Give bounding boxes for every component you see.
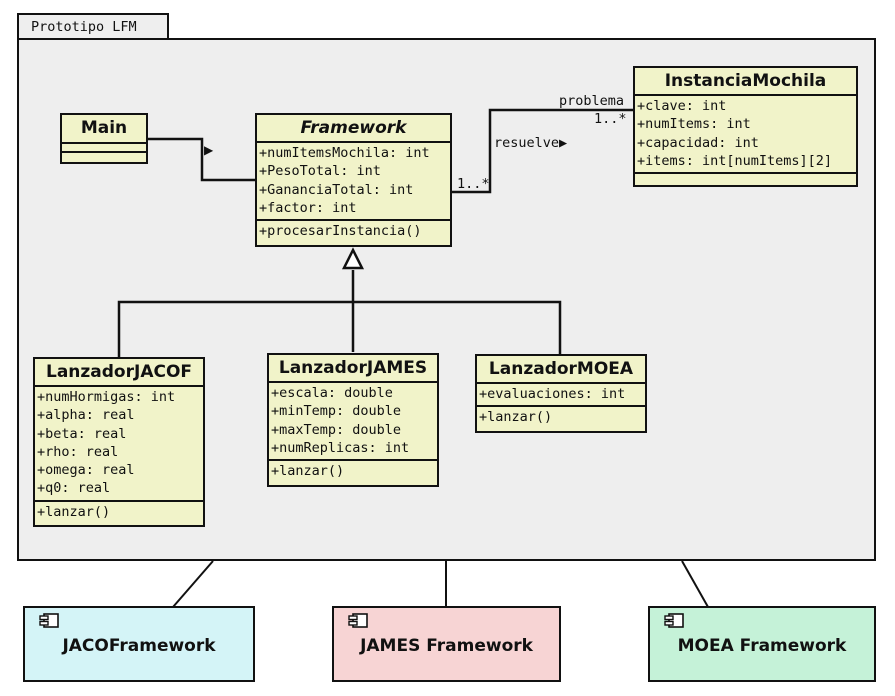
- attribute: +evaluaciones: int: [479, 386, 626, 402]
- component-name: JAMES Framework: [360, 636, 533, 656]
- attribute: +alpha: real: [37, 407, 135, 424]
- package-title: Prototipo LFM: [31, 19, 137, 35]
- attributes-section: +clave: int +numItems: int +capacidad: i…: [635, 96, 856, 175]
- class-name: InstanciaMochila: [635, 68, 856, 96]
- component-icon: [348, 613, 368, 628]
- class-name: Main: [62, 115, 146, 144]
- attributes-section: +escala: double +minTemp: double +maxTem…: [269, 383, 437, 462]
- operations-section: [635, 174, 856, 181]
- class-lanzador-james[interactable]: LanzadorJAMES +escala: double +minTemp: …: [267, 353, 439, 487]
- component-moea-framework[interactable]: MOEA Framework: [648, 606, 876, 682]
- attribute: +maxTemp: double: [271, 421, 402, 438]
- operations-section: +lanzar(): [35, 502, 203, 523]
- class-instancia-mochila[interactable]: InstanciaMochila +clave: int +numItems: …: [633, 66, 858, 187]
- class-lanzador-moea[interactable]: LanzadorMOEA +evaluaciones: int +lanzar(…: [475, 354, 647, 433]
- package-tab: Prototipo LFM: [17, 13, 169, 40]
- class-main[interactable]: Main: [60, 113, 148, 164]
- attributes-section: [62, 144, 146, 153]
- attribute: +PesoTotal: int: [259, 163, 381, 180]
- component-jaco-framework[interactable]: JACOFramework: [23, 606, 255, 682]
- attributes-section: +numHormigas: int +alpha: real +beta: re…: [35, 387, 203, 502]
- attribute: +capacidad: int: [637, 134, 759, 151]
- component-name: MOEA Framework: [677, 636, 847, 656]
- attribute: +escala: double: [271, 385, 393, 401]
- dependency-line-jaco[interactable]: [172, 560, 214, 608]
- class-name: LanzadorMOEA: [477, 356, 645, 384]
- attribute: +numItems: int: [637, 116, 751, 133]
- operations-section: [62, 153, 146, 160]
- direction-arrow-main: ▶: [204, 143, 214, 157]
- attributes-section: +numItemsMochila: int +PesoTotal: int +G…: [257, 143, 450, 222]
- multiplicity-source: 1..*: [457, 176, 490, 192]
- attribute: +rho: real: [37, 443, 119, 460]
- role-problema: problema: [559, 93, 625, 109]
- operations-section: +lanzar(): [269, 461, 437, 482]
- operation: +lanzar(): [37, 503, 111, 520]
- attribute: +GananciaTotal: int: [259, 181, 414, 198]
- operation: +lanzar(): [479, 409, 553, 426]
- component-icon: [39, 613, 59, 628]
- class-name: Framework: [257, 115, 450, 143]
- attribute: +numHormigas: int: [37, 389, 176, 405]
- dependency-line-moea[interactable]: [681, 560, 709, 608]
- operations-section: +procesarInstancia(): [257, 221, 450, 242]
- attributes-section: +evaluaciones: int: [477, 384, 645, 408]
- component-name: JACOFramework: [62, 636, 216, 656]
- attribute: +beta: real: [37, 425, 127, 442]
- attribute: +numItemsMochila: int: [259, 145, 430, 161]
- operation: +lanzar(): [271, 463, 345, 480]
- attribute: +omega: real: [37, 462, 135, 479]
- attribute: +clave: int: [637, 98, 727, 114]
- multiplicity-target: 1..*: [594, 111, 627, 127]
- class-framework[interactable]: Framework +numItemsMochila: int +PesoTot…: [255, 113, 452, 247]
- association-name-resuelve: resuelve▶: [494, 135, 568, 151]
- component-icon: [664, 613, 684, 628]
- attribute: +minTemp: double: [271, 403, 402, 420]
- operations-section: +lanzar(): [477, 407, 645, 428]
- component-james-framework[interactable]: JAMES Framework: [332, 606, 561, 682]
- class-name: LanzadorJACOF: [35, 359, 203, 387]
- attribute: +numReplicas: int: [271, 439, 410, 456]
- attribute: +q0: real: [37, 480, 111, 497]
- operation: +procesarInstancia(): [259, 223, 422, 240]
- class-name: LanzadorJAMES: [269, 355, 437, 383]
- attribute: +factor: int: [259, 199, 357, 216]
- class-lanzador-jacof[interactable]: LanzadorJACOF +numHormigas: int +alpha: …: [33, 357, 205, 527]
- attribute: +items: int[numItems][2]: [637, 152, 833, 169]
